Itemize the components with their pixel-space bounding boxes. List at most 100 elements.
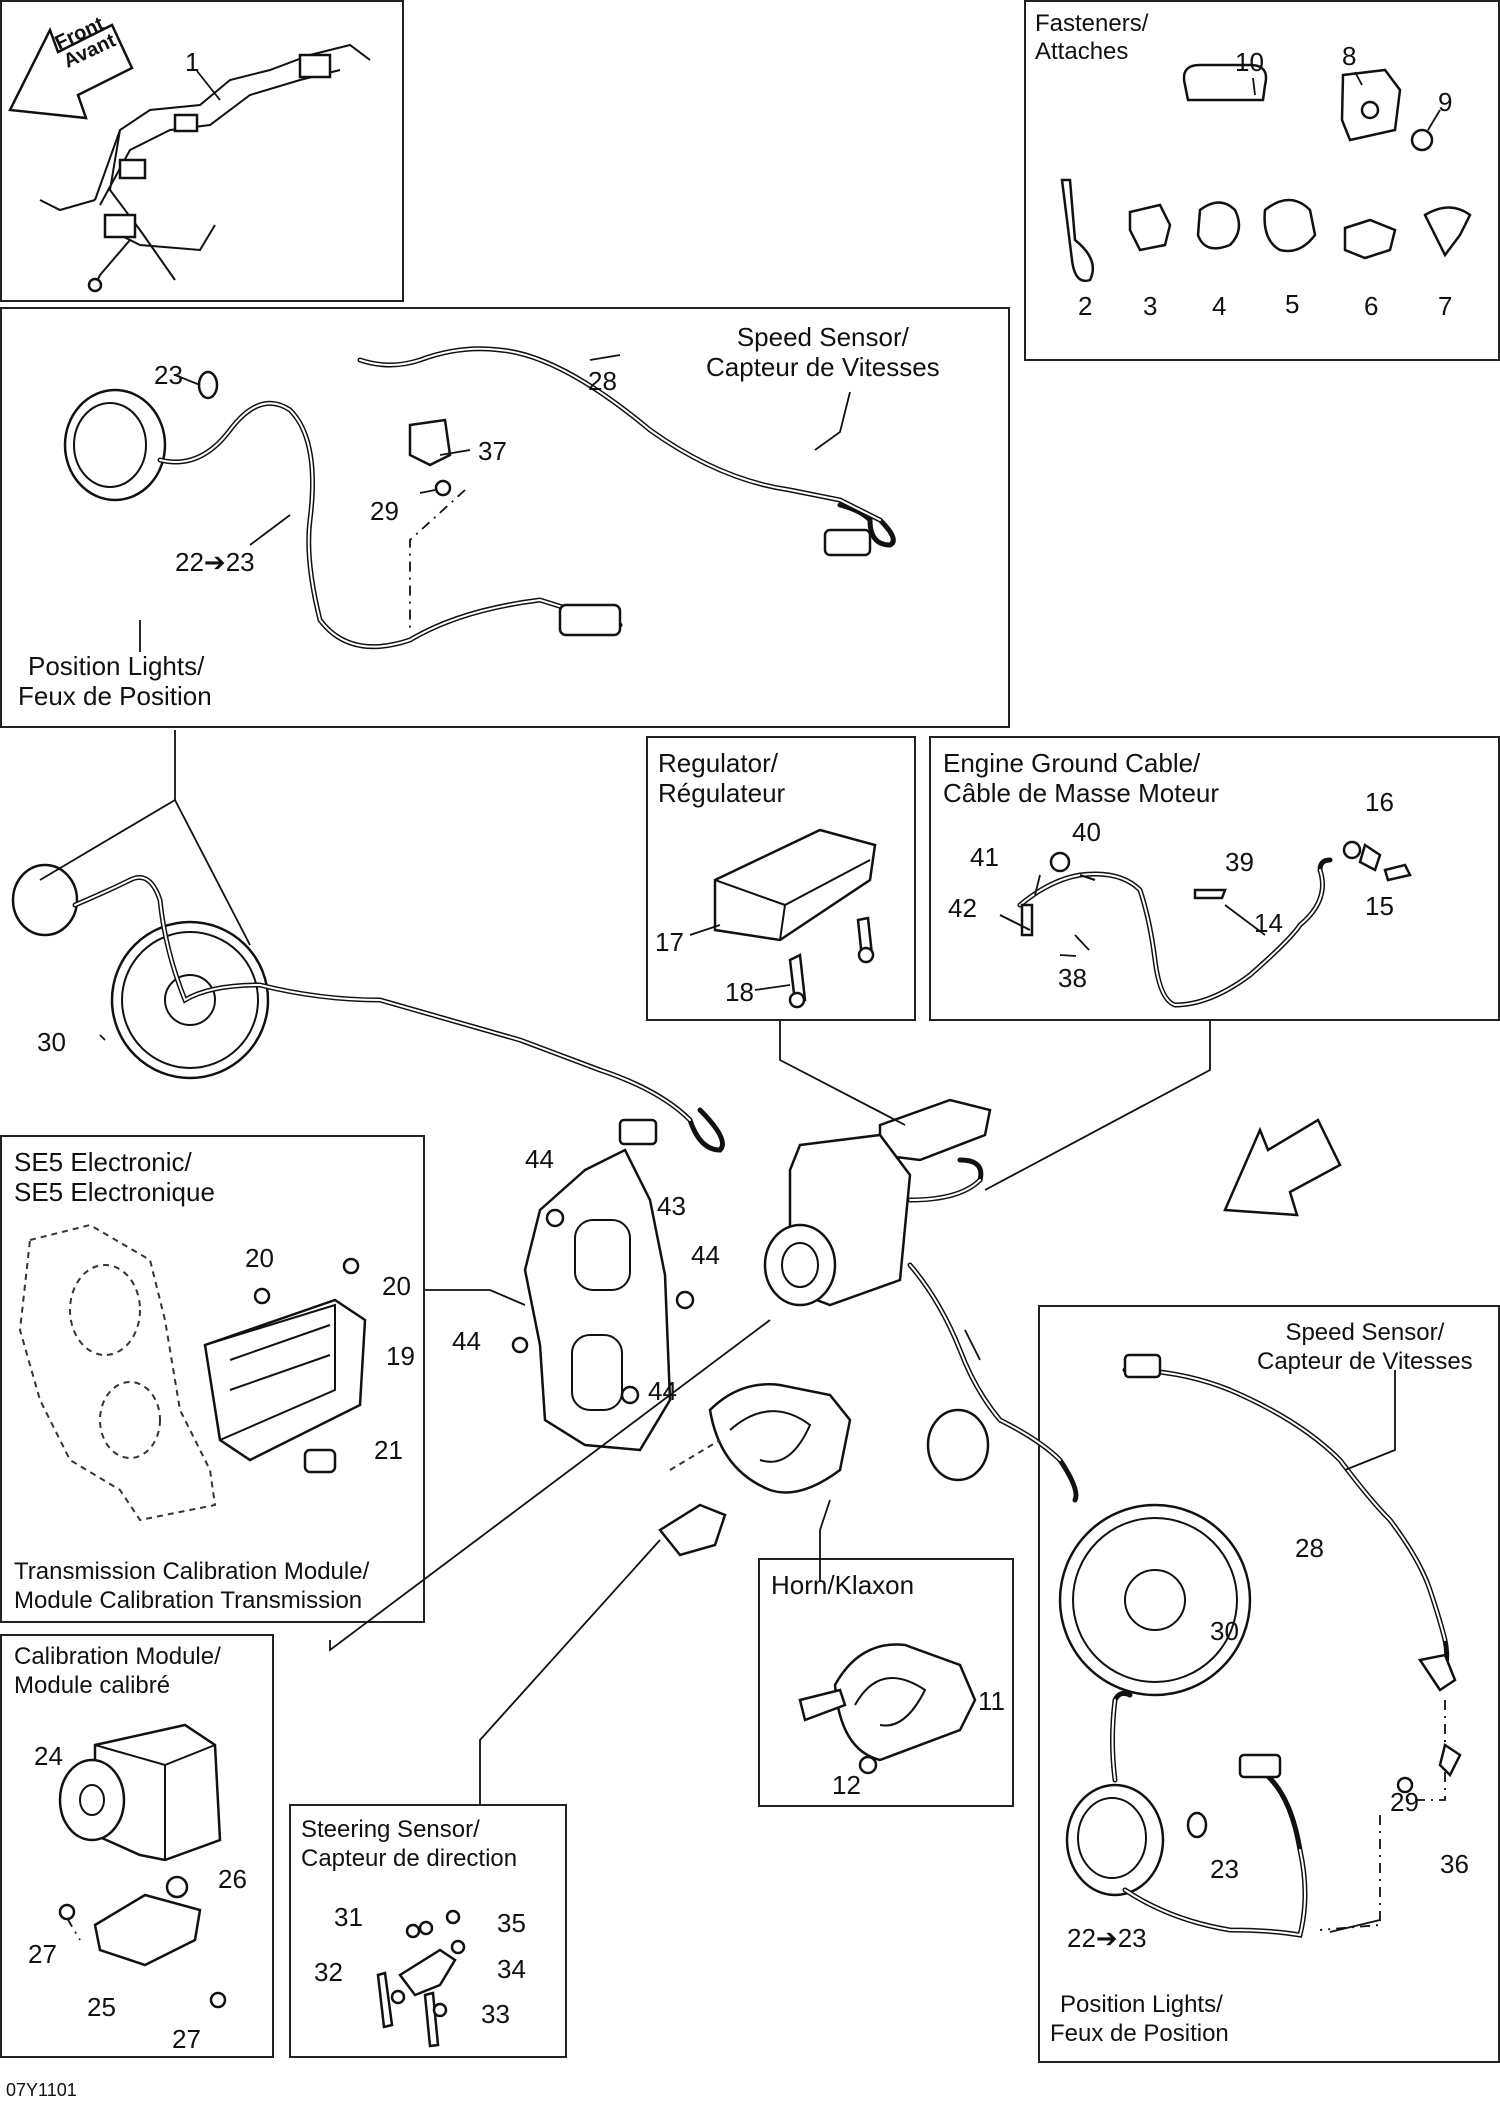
callout-28-front: 28 xyxy=(588,366,617,396)
callout-44a: 44 xyxy=(525,1144,554,1174)
callout-8: 8 xyxy=(1342,41,1357,71)
rear-wheel-disc xyxy=(926,1408,1252,1697)
fasteners-title-fr: Attaches xyxy=(1035,38,1129,65)
callout-41: 41 xyxy=(970,842,999,872)
center-steering-sensor xyxy=(658,1503,727,1557)
se5-module-drawing xyxy=(18,1223,367,1522)
steering-title: Steering Sensor/ Capteur de direction xyxy=(301,1815,517,1873)
regulator-title-en: Regulator/ xyxy=(658,748,778,778)
callout-25: 25 xyxy=(87,1992,116,2022)
callout-7: 7 xyxy=(1438,291,1453,321)
callout-18: 18 xyxy=(725,977,754,1007)
callout-43: 43 xyxy=(657,1191,686,1221)
callout-30-front: 30 xyxy=(37,1027,66,1057)
horn-drawing xyxy=(798,1643,977,1775)
horn-panel xyxy=(758,1558,1014,1807)
se5-title: SE5 Electronic/ SE5 Electronique xyxy=(14,1147,215,1207)
horn-title: Horn/Klaxon xyxy=(771,1570,915,1600)
callout-11: 11 xyxy=(978,1686,1005,1716)
callout-37: 37 xyxy=(478,436,507,466)
callout-4: 4 xyxy=(1212,291,1227,321)
callout-20b: 20 xyxy=(382,1271,411,1301)
callout-24: 24 xyxy=(34,1741,63,1771)
callout-22-23-rear: 22➔23 xyxy=(1067,1923,1147,1953)
callout-29-rear: 29 xyxy=(1390,1787,1419,1817)
rear-speed-sensor-fr: Capteur de Vitesses xyxy=(1257,1348,1473,1375)
se5-title-en: SE5 Electronic/ xyxy=(14,1147,192,1177)
mounting-bracket xyxy=(511,1148,695,1452)
callout-14: 14 xyxy=(1254,908,1283,938)
front-arrow-right-icon xyxy=(1223,1118,1342,1217)
callout-36: 36 xyxy=(1440,1849,1469,1879)
callout-6: 6 xyxy=(1364,291,1379,321)
se5-footer-en: Transmission Calibration Module/ xyxy=(14,1558,370,1585)
steering-title-fr: Capteur de direction xyxy=(301,1845,518,1872)
calibration-title-fr: Module calibré xyxy=(14,1672,171,1699)
document-code: 07Y1101 xyxy=(6,2080,77,2100)
rear-speed-sensor-en: Speed Sensor/ xyxy=(1285,1319,1445,1346)
center-regulator xyxy=(878,1098,992,1162)
callout-17: 17 xyxy=(655,927,684,957)
callout-42: 42 xyxy=(948,893,977,923)
regulator-drawing xyxy=(713,828,877,1009)
front-position-light-harness xyxy=(63,346,896,650)
callout-30-rear: 30 xyxy=(1210,1616,1239,1646)
callout-28-rear: 28 xyxy=(1295,1533,1324,1563)
leader-lines xyxy=(39,70,1441,1933)
callout-12: 12 xyxy=(832,1770,861,1800)
se5-footer-fr: Module Calibration Transmission xyxy=(14,1587,363,1614)
callout-44d: 44 xyxy=(648,1376,677,1406)
callout-20a: 20 xyxy=(245,1243,274,1273)
fasteners-title: Fasteners/ Attaches xyxy=(1035,10,1148,66)
rear-position-lights-label: Position Lights/ Feux de Position xyxy=(1050,1990,1229,2048)
callout-1: 1 xyxy=(185,47,200,77)
callout-40: 40 xyxy=(1072,817,1101,847)
callout-35: 35 xyxy=(497,1908,526,1938)
center-horn xyxy=(669,1383,852,1494)
ground-cable-title: Engine Ground Cable/ Câble de Masse Mote… xyxy=(943,748,1219,808)
fastener-parts xyxy=(1060,63,1472,283)
callout-27b: 27 xyxy=(172,2024,201,2054)
callout-16: 16 xyxy=(1365,787,1394,817)
front-speed-sensor-fr: Capteur de Vitesses xyxy=(706,352,940,382)
callout-23-front: 23 xyxy=(154,360,183,390)
callout-23-rear: 23 xyxy=(1210,1854,1239,1884)
ground-cable-drawing xyxy=(999,840,1412,1008)
callout-10: 10 xyxy=(1235,47,1264,77)
callout-44c: 44 xyxy=(452,1326,481,1356)
ground-cable-panel xyxy=(929,736,1500,1021)
front-lights-panel xyxy=(0,307,1010,728)
callout-29-front: 29 xyxy=(370,496,399,526)
center-abs-module xyxy=(763,1133,1079,1503)
steering-title-en: Steering Sensor/ xyxy=(301,1816,480,1843)
callout-26: 26 xyxy=(218,1864,247,1894)
callout-39: 39 xyxy=(1225,847,1254,877)
fasteners-title-en: Fasteners/ xyxy=(1035,10,1149,37)
rear-position-lights-fr: Feux de Position xyxy=(1050,2020,1229,2047)
callout-27a: 27 xyxy=(28,1939,57,1969)
callout-31: 31 xyxy=(334,1902,363,1932)
front-speed-sensor-label: Speed Sensor/ Capteur de Vitesses xyxy=(706,322,940,382)
callout-32: 32 xyxy=(314,1957,343,1987)
ground-cable-title-fr: Câble de Masse Moteur xyxy=(943,778,1220,808)
callout-44b: 44 xyxy=(691,1240,720,1270)
callout-21: 21 xyxy=(374,1435,403,1465)
wiring-harness-drawing xyxy=(39,43,371,293)
front-speed-sensor-en: Speed Sensor/ xyxy=(736,322,909,352)
calibration-module-drawing xyxy=(58,1723,227,2009)
callout-22-23-front: 22➔23 xyxy=(175,547,255,577)
rear-speed-sensor-harness xyxy=(1065,1353,1462,1938)
rear-speed-sensor-label: Speed Sensor/ Capteur de Vitesses xyxy=(1257,1318,1473,1376)
callout-38: 38 xyxy=(1058,963,1087,993)
front-position-lights-label: Position Lights/ Feux de Position xyxy=(18,651,212,711)
callout-5: 5 xyxy=(1285,289,1300,319)
callout-3: 3 xyxy=(1143,291,1158,321)
callout-34: 34 xyxy=(497,1954,526,1984)
steering-sensor-drawing xyxy=(376,1909,466,2048)
callout-2: 2 xyxy=(1078,291,1093,321)
front-position-lights-en: Position Lights/ xyxy=(28,651,205,681)
ground-cable-title-en: Engine Ground Cable/ xyxy=(943,748,1201,778)
front-position-lights-fr: Feux de Position xyxy=(18,681,212,711)
regulator-title-fr: Régulateur xyxy=(658,778,786,808)
